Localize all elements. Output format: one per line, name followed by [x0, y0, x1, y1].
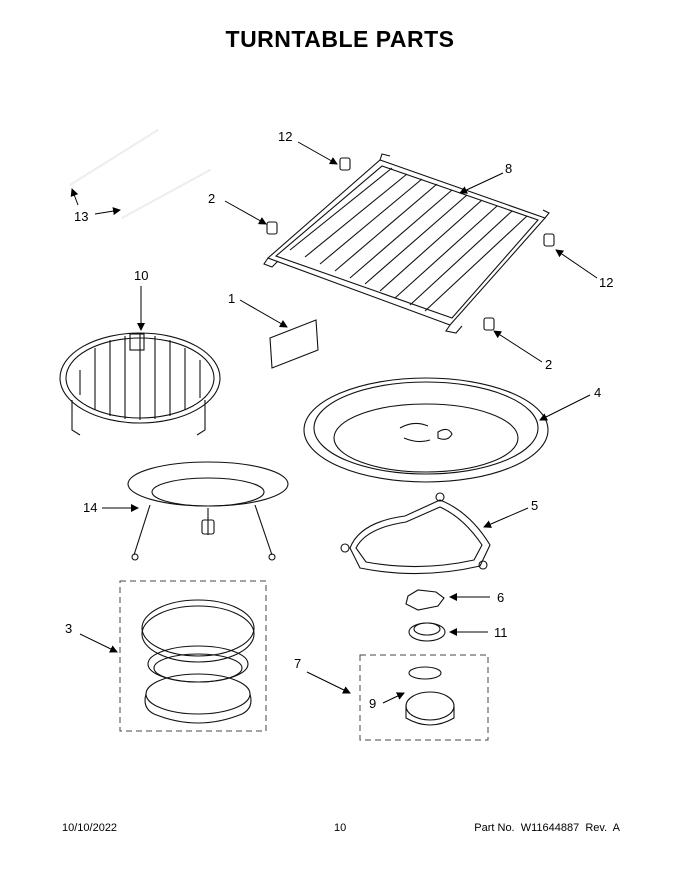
callout-3: 3	[65, 621, 72, 636]
motor-part-9	[405, 666, 455, 726]
clip-part-12-top	[339, 157, 351, 171]
callout-8: 8	[505, 161, 512, 176]
callout-4: 4	[594, 385, 601, 400]
dashed-box-part-7	[359, 654, 489, 741]
footer-part-number: Part No. W11644887 Rev. A	[474, 822, 620, 834]
callout-11: 11	[494, 625, 508, 640]
callout-14: 14	[83, 500, 97, 515]
turntable-tray-part-4	[303, 377, 549, 483]
clip-part-2-left	[266, 221, 278, 235]
cover-plate-part-1	[269, 319, 319, 369]
callout-13: 13	[74, 209, 88, 224]
callout-2-right: 2	[545, 357, 552, 372]
callout-7: 7	[294, 656, 301, 671]
callout-9: 9	[369, 696, 376, 711]
callout-12-right: 12	[599, 275, 613, 290]
leader-lines	[70, 141, 598, 704]
callout-10: 10	[134, 268, 148, 283]
callout-6: 6	[497, 590, 504, 605]
page-title: TURNTABLE PARTS	[225, 26, 455, 52]
coupler-part-6	[405, 589, 445, 611]
callout-5: 5	[531, 498, 538, 513]
callout-2-left: 2	[208, 191, 215, 206]
ring-part-11	[408, 622, 446, 642]
wire-rack-part-8	[263, 153, 550, 334]
rod-part-13	[69, 129, 211, 219]
callouts: 12 8 2 12 13 10 1 2 4 14 5 6 11 3 7 9	[65, 129, 613, 711]
dashed-box-part-3	[119, 580, 267, 732]
footer-date: 10/10/2022	[62, 822, 118, 834]
clip-part-12-right	[543, 233, 555, 247]
crisper-stand-part-14	[127, 461, 289, 561]
roller-ring-part-5	[340, 492, 491, 575]
footer-page-number: 10	[334, 822, 347, 834]
grill-rack-part-10	[59, 332, 221, 436]
cookware-dish-part-3	[141, 599, 255, 724]
clip-part-2-right	[483, 317, 495, 331]
callout-12-top: 12	[278, 129, 292, 144]
callout-1: 1	[228, 291, 235, 306]
